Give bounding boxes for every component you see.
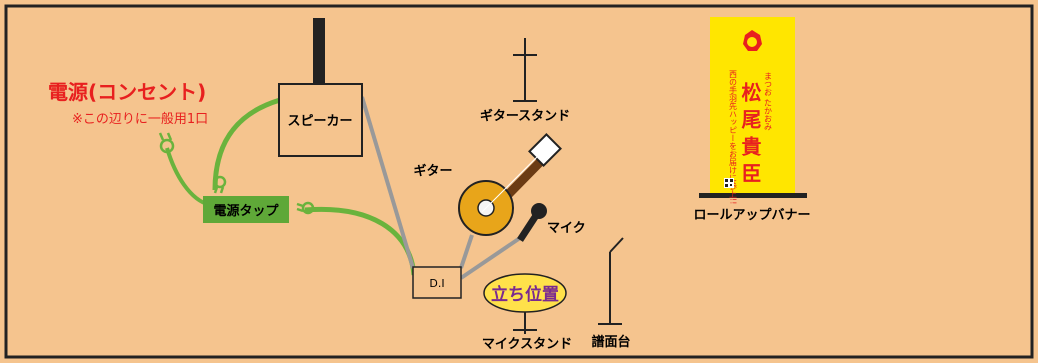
di-box [412,266,462,299]
family-crest-icon [743,30,762,51]
rollup-banner-label: ロールアップバナー [693,208,810,223]
plug-icon [213,175,227,194]
mic-stand-label: マイクスタンド [482,337,572,352]
rollup-banner: まつお たかおみ 松 尾 貴 臣 西の手羽先ハッピーをお届けに参上!! [699,17,807,204]
plug-icon [296,201,315,215]
music-stand-icon [598,237,624,325]
cable-speaker-to-di [360,96,415,269]
banner-reading: まつお たかおみ [764,72,773,131]
speaker-box [278,83,363,157]
speaker-stand-pole [313,18,325,84]
mic-stand-icon [513,312,537,334]
mic-label: マイク [547,221,586,236]
standing-position-label: 立ち位置 [491,284,559,305]
banner-name: 松 尾 貴 臣 [738,82,762,183]
microphone-icon [517,203,547,242]
speaker-label: スピーカー [287,114,352,129]
music-stand-label: 譜面台 [591,334,630,350]
guitar-label: ギター [413,163,452,179]
cable-tap-to-speaker [212,97,281,191]
qr-code-icon [724,178,734,188]
banner-slogan: 西の手羽先ハッピーをお届けに参上!! [729,70,738,204]
di-label: D.I [429,277,444,290]
power-tap-label: 電源タップ [213,203,279,219]
guitar-icon [458,133,562,236]
cable-di-to-guitar [459,234,474,269]
power-plug-icon [158,132,175,154]
power-outlet-title: 電源(コンセント) [48,80,206,104]
cable-di-to-mic [459,236,522,280]
power-tap-box [203,196,289,223]
banner-base [699,193,807,198]
power-outlet-note: ※この辺りに一般用1口 [72,111,208,127]
guitar-stand-icon [513,38,537,102]
guitar-stand-label: ギタースタンド [480,108,570,124]
